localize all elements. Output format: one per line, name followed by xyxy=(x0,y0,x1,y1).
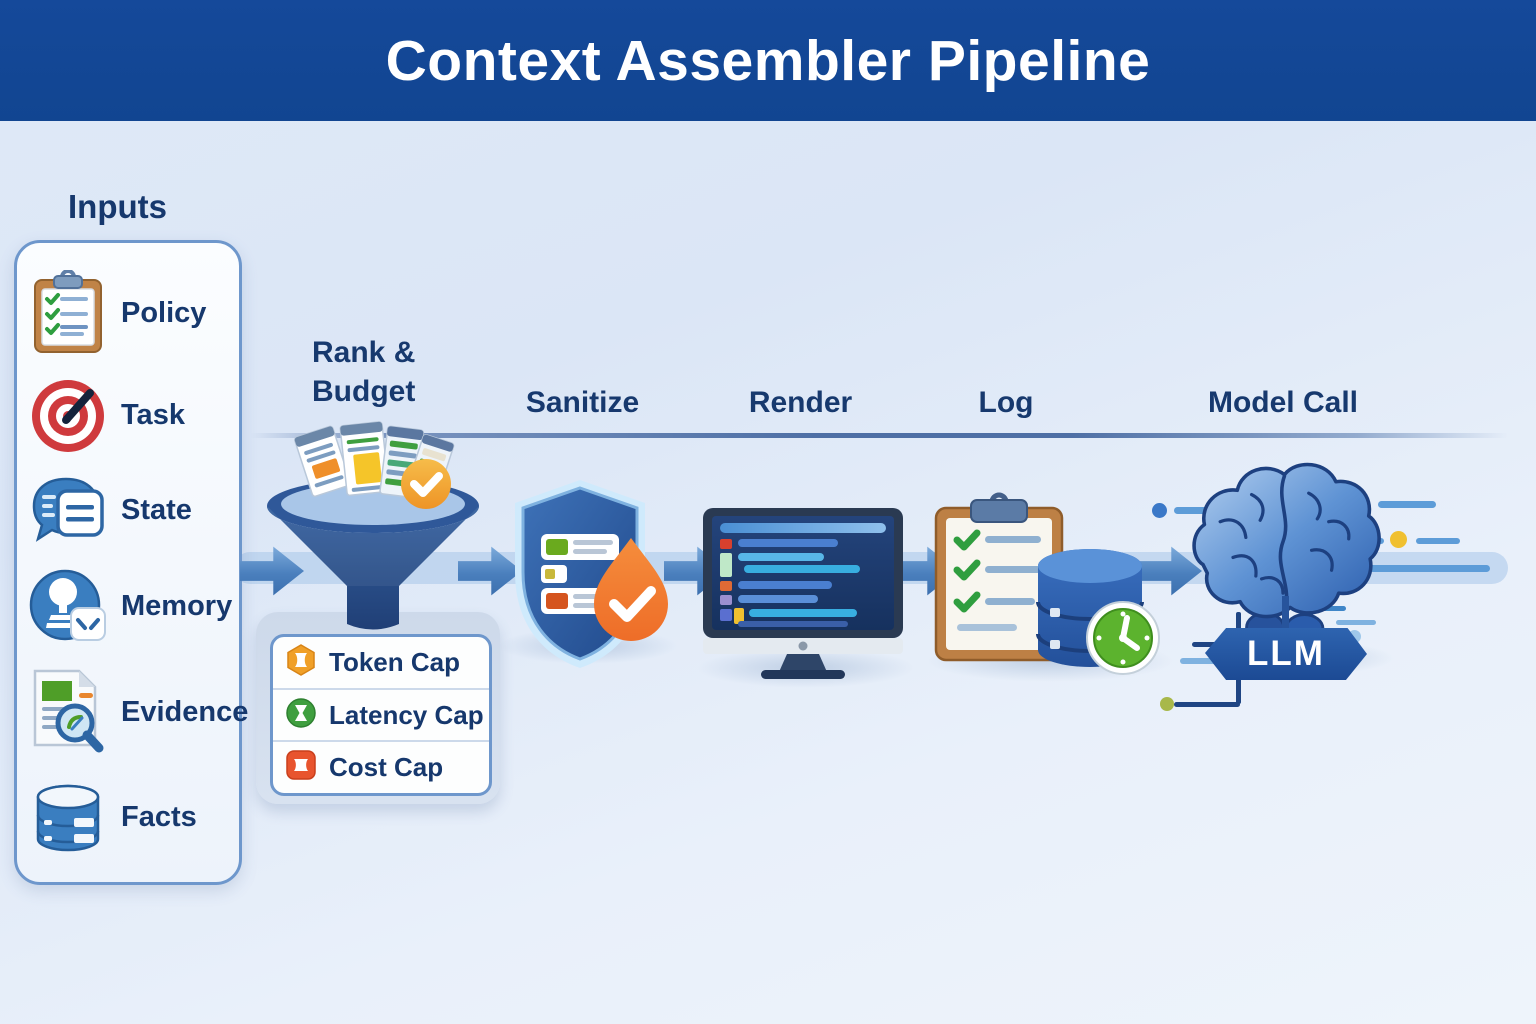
decor-line xyxy=(1180,658,1236,664)
input-label-facts: Facts xyxy=(121,801,197,834)
decor-dot-yellow xyxy=(1390,531,1407,548)
clock-badge-icon xyxy=(1085,600,1161,681)
decor-line-dark xyxy=(1174,702,1240,707)
stage-label-model-call: Model Call xyxy=(1207,386,1358,419)
page-title: Context Assembler Pipeline xyxy=(385,28,1151,93)
header-bar: Context Assembler Pipeline xyxy=(0,0,1536,121)
input-item-facts: Facts xyxy=(27,781,229,855)
droplet-check-icon xyxy=(586,534,676,651)
input-label-task: Task xyxy=(121,399,185,432)
budget-caps-box: Token Cap Latency Cap Cost Cap xyxy=(270,634,492,796)
memory-stamp-icon xyxy=(27,568,109,644)
decor-line xyxy=(1316,606,1346,611)
token-coin-icon xyxy=(285,643,317,681)
llm-banner: LLM xyxy=(1205,628,1367,680)
cap-label-token: Token Cap xyxy=(329,646,460,677)
decor-line xyxy=(1174,507,1224,514)
stage-label-render: Render xyxy=(748,386,853,419)
input-item-task: Task xyxy=(27,378,229,454)
cap-row-latency: Latency Cap xyxy=(273,687,489,741)
decor-line xyxy=(1336,620,1376,625)
cost-tag-icon xyxy=(285,749,317,786)
brain-llm-connector xyxy=(1282,596,1289,636)
stage-label-log: Log xyxy=(978,386,1034,419)
stage-label-sanitize: Sanitize xyxy=(525,386,640,419)
decor-line xyxy=(1416,538,1460,544)
cap-label-cost: Cost Cap xyxy=(329,752,444,783)
input-item-evidence: Evidence xyxy=(27,665,248,759)
decor-dot-olive xyxy=(1160,697,1174,711)
input-label-memory: Memory xyxy=(121,589,233,622)
input-label-state: State xyxy=(121,494,192,527)
input-item-state: State xyxy=(27,475,229,547)
inputs-panel: Policy Task xyxy=(14,240,248,885)
cap-row-token: Token Cap xyxy=(273,637,489,688)
decor-dot xyxy=(1152,503,1167,518)
stage-label-rank-budget: Rank & Budget xyxy=(312,336,416,408)
cap-label-latency: Latency Cap xyxy=(329,699,484,730)
log-clipboard-icon xyxy=(933,492,1065,669)
funnel-icon xyxy=(262,418,484,641)
input-item-memory: Memory xyxy=(27,568,233,644)
input-item-policy: Policy xyxy=(27,270,229,356)
monitor-code-icon xyxy=(703,508,903,685)
chat-document-icon xyxy=(27,475,109,547)
document-magnifier-icon xyxy=(27,665,109,759)
cap-row-cost: Cost Cap xyxy=(273,740,489,793)
inputs-heading: Inputs xyxy=(68,188,167,225)
decor-line xyxy=(1362,565,1490,572)
database-icon xyxy=(27,781,109,855)
decor-line xyxy=(1378,501,1436,508)
target-icon xyxy=(27,378,109,454)
input-label-policy: Policy xyxy=(121,296,207,329)
stage-divider-line xyxy=(250,433,1508,438)
llm-label: LLM xyxy=(1247,634,1325,673)
latency-timer-icon xyxy=(285,697,317,734)
input-label-evidence: Evidence xyxy=(121,695,249,728)
clipboard-checklist-icon xyxy=(27,270,109,356)
